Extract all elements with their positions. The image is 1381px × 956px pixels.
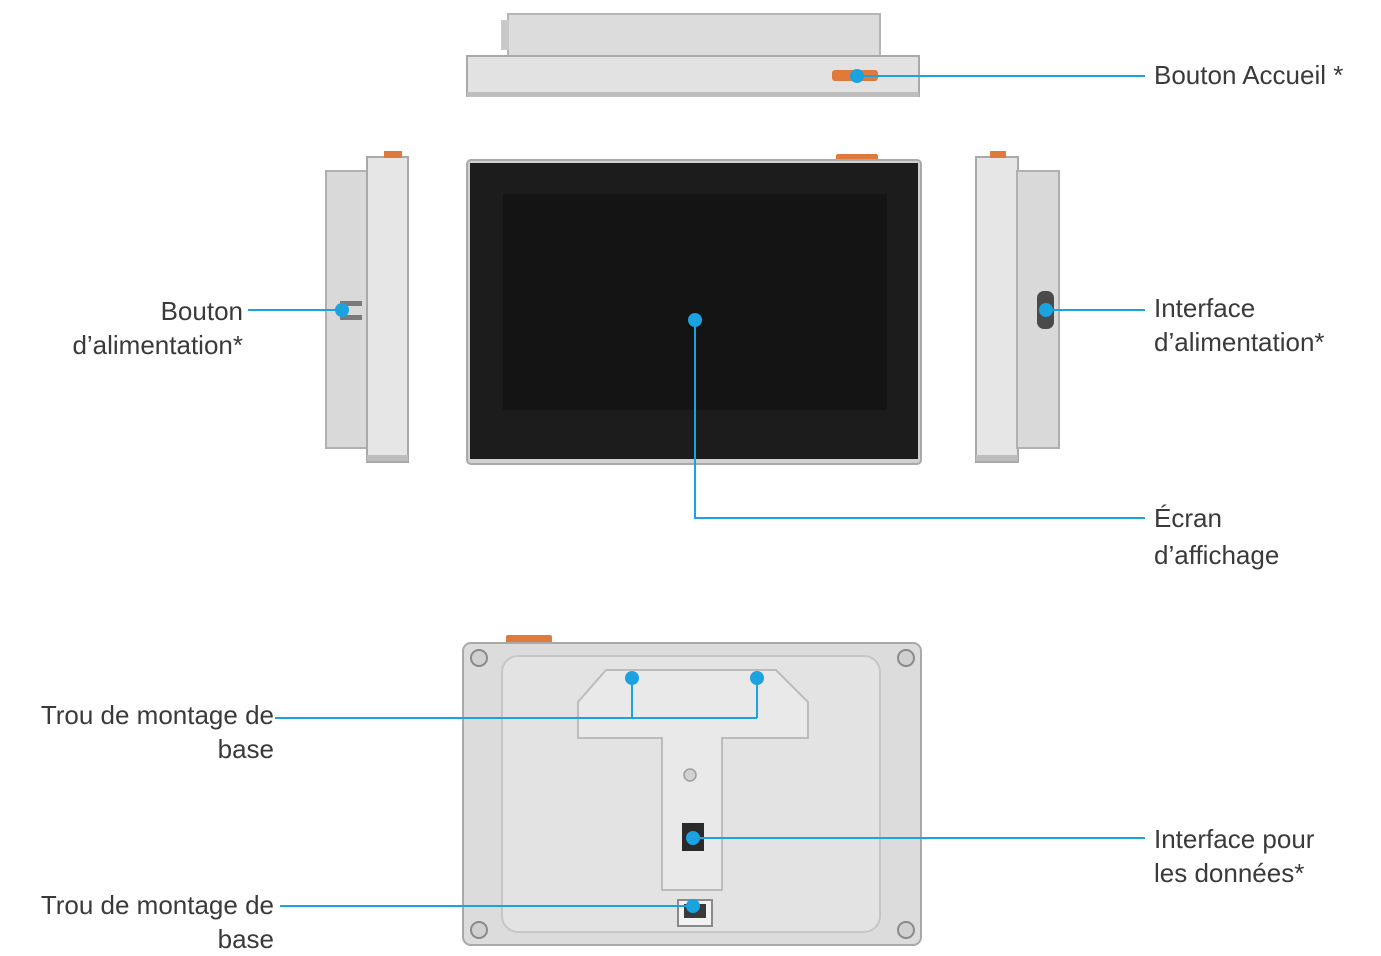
label-line: d’alimentation* [1154,327,1325,357]
label-power-button: Bouton d’alimentation* [72,294,243,362]
label-mount-hole-2: Trou de montage de base [41,888,274,956]
label-line: base [217,924,274,954]
label-data-interface: Interface pour les données* [1154,822,1314,890]
label-line: Interface pour [1154,824,1315,854]
label-line: base [217,734,274,764]
display-screen-dot [688,313,702,327]
label-power-interface: Interface d’alimentation* [1154,291,1325,359]
label-line: Bouton [160,296,243,326]
label-line: Bouton Accueil * [1154,60,1344,90]
callout-dots [335,69,1053,913]
right-side-view [975,151,1060,463]
mount-hole-dot-bottom [686,899,700,913]
label-mount-hole-1: Trou de montage de base [41,698,274,766]
left-side-view [325,151,409,463]
label-line: Écran [1154,503,1222,533]
label-home-button: Bouton Accueil * [1154,58,1343,92]
back-view [462,635,922,946]
label-line: d’alimentation* [72,330,243,360]
label-line: d’affichage [1154,540,1280,570]
top-view [466,13,920,97]
label-display-screen: Écran d’affichage [1154,500,1279,574]
label-line: Trou de montage de [40,700,274,730]
label-line: les données* [1154,858,1305,888]
label-line: Trou de montage de [40,890,274,920]
label-line: Interface [1154,293,1256,323]
power-interface-dot [1039,303,1053,317]
front-view [466,154,922,465]
home-button-dot [850,69,864,83]
mount-hole-dot-right [750,671,764,685]
mount-hole-dot-left [625,671,639,685]
callouts [248,75,1145,907]
data-interface-dot [686,831,700,845]
power-button-dot [335,303,349,317]
